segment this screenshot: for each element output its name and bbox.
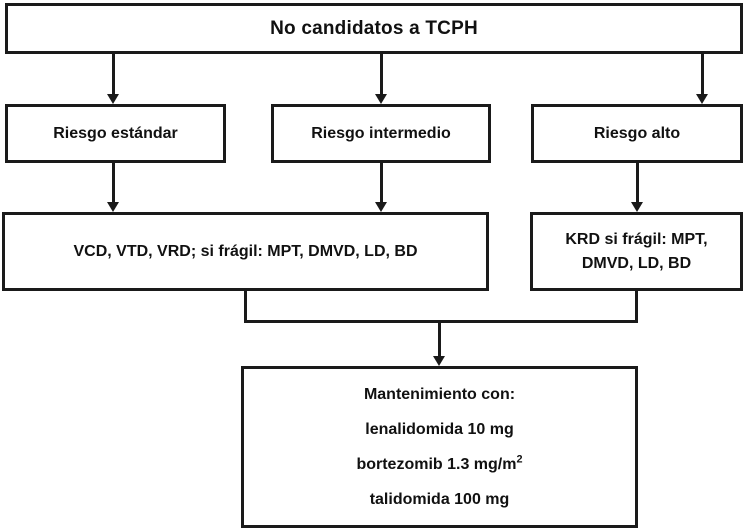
- edge-line-risk-intermediate-to-treatment: [380, 163, 383, 203]
- edge-line-risk-standard-to-treatment: [112, 163, 115, 203]
- node-treatment-high-label-line2: DMVD, LD, BD: [581, 254, 692, 272]
- node-no-candidatos-tcph: No candidatos a TCPH: [5, 3, 743, 54]
- node-maintenance-line4: talidomida 100 mg: [369, 490, 510, 508]
- edge-line-risk-high-to-treatment: [636, 163, 639, 203]
- node-mantenimiento: Mantenimiento con: lenalidomida 10 mg bo…: [241, 366, 638, 528]
- node-risk-standard-label: Riesgo estándar: [53, 124, 178, 142]
- node-risk-intermediate-label: Riesgo intermedio: [311, 124, 451, 142]
- edge-line-treatment-standard-drop: [244, 291, 247, 323]
- node-risk-high-label: Riesgo alto: [593, 124, 681, 142]
- edge-line-merge-to-maintenance: [438, 320, 441, 358]
- edge-line-root-to-risk-standard: [112, 53, 115, 95]
- node-tratamiento-riesgo-estandar-intermedio: VCD, VTD, VRD; si frágil: MPT, DMVD, LD,…: [2, 212, 489, 291]
- node-treatment-high-label-line1: KRD si frágil: MPT,: [565, 231, 708, 249]
- node-maintenance-line3-superscript: 2: [516, 453, 523, 466]
- node-tratamiento-riesgo-alto: KRD si frágil: MPT, DMVD, LD, BD: [530, 212, 743, 291]
- node-maintenance-line2: lenalidomida 10 mg: [365, 420, 514, 438]
- node-treatment-standard-label: VCD, VTD, VRD; si frágil: MPT, DMVD, LD,…: [73, 242, 418, 260]
- edge-arrow-risk-intermediate-to-treatment: [375, 202, 387, 212]
- edge-arrow-root-to-risk-high: [696, 94, 708, 104]
- node-maintenance-line3-text: bortezomib 1.3 mg/m: [356, 455, 517, 473]
- node-riesgo-estandar: Riesgo estándar: [5, 104, 226, 163]
- edge-line-root-to-risk-high: [701, 53, 704, 95]
- edge-line-root-to-risk-intermediate: [380, 53, 383, 95]
- node-riesgo-alto: Riesgo alto: [531, 104, 743, 163]
- edge-arrow-risk-high-to-treatment: [631, 202, 643, 212]
- node-maintenance-line1: Mantenimiento con:: [363, 385, 516, 403]
- edge-arrow-root-to-risk-standard: [107, 94, 119, 104]
- edge-arrow-risk-standard-to-treatment: [107, 202, 119, 212]
- edge-line-treatment-high-drop: [635, 291, 638, 323]
- node-root-label: No candidatos a TCPH: [270, 17, 478, 39]
- edge-line-merge-horizontal: [244, 320, 638, 323]
- node-riesgo-intermedio: Riesgo intermedio: [271, 104, 491, 163]
- edge-arrow-root-to-risk-intermediate: [375, 94, 387, 104]
- node-maintenance-line3: bortezomib 1.3 mg/m2: [356, 453, 523, 474]
- edge-arrow-merge-to-maintenance: [433, 356, 445, 366]
